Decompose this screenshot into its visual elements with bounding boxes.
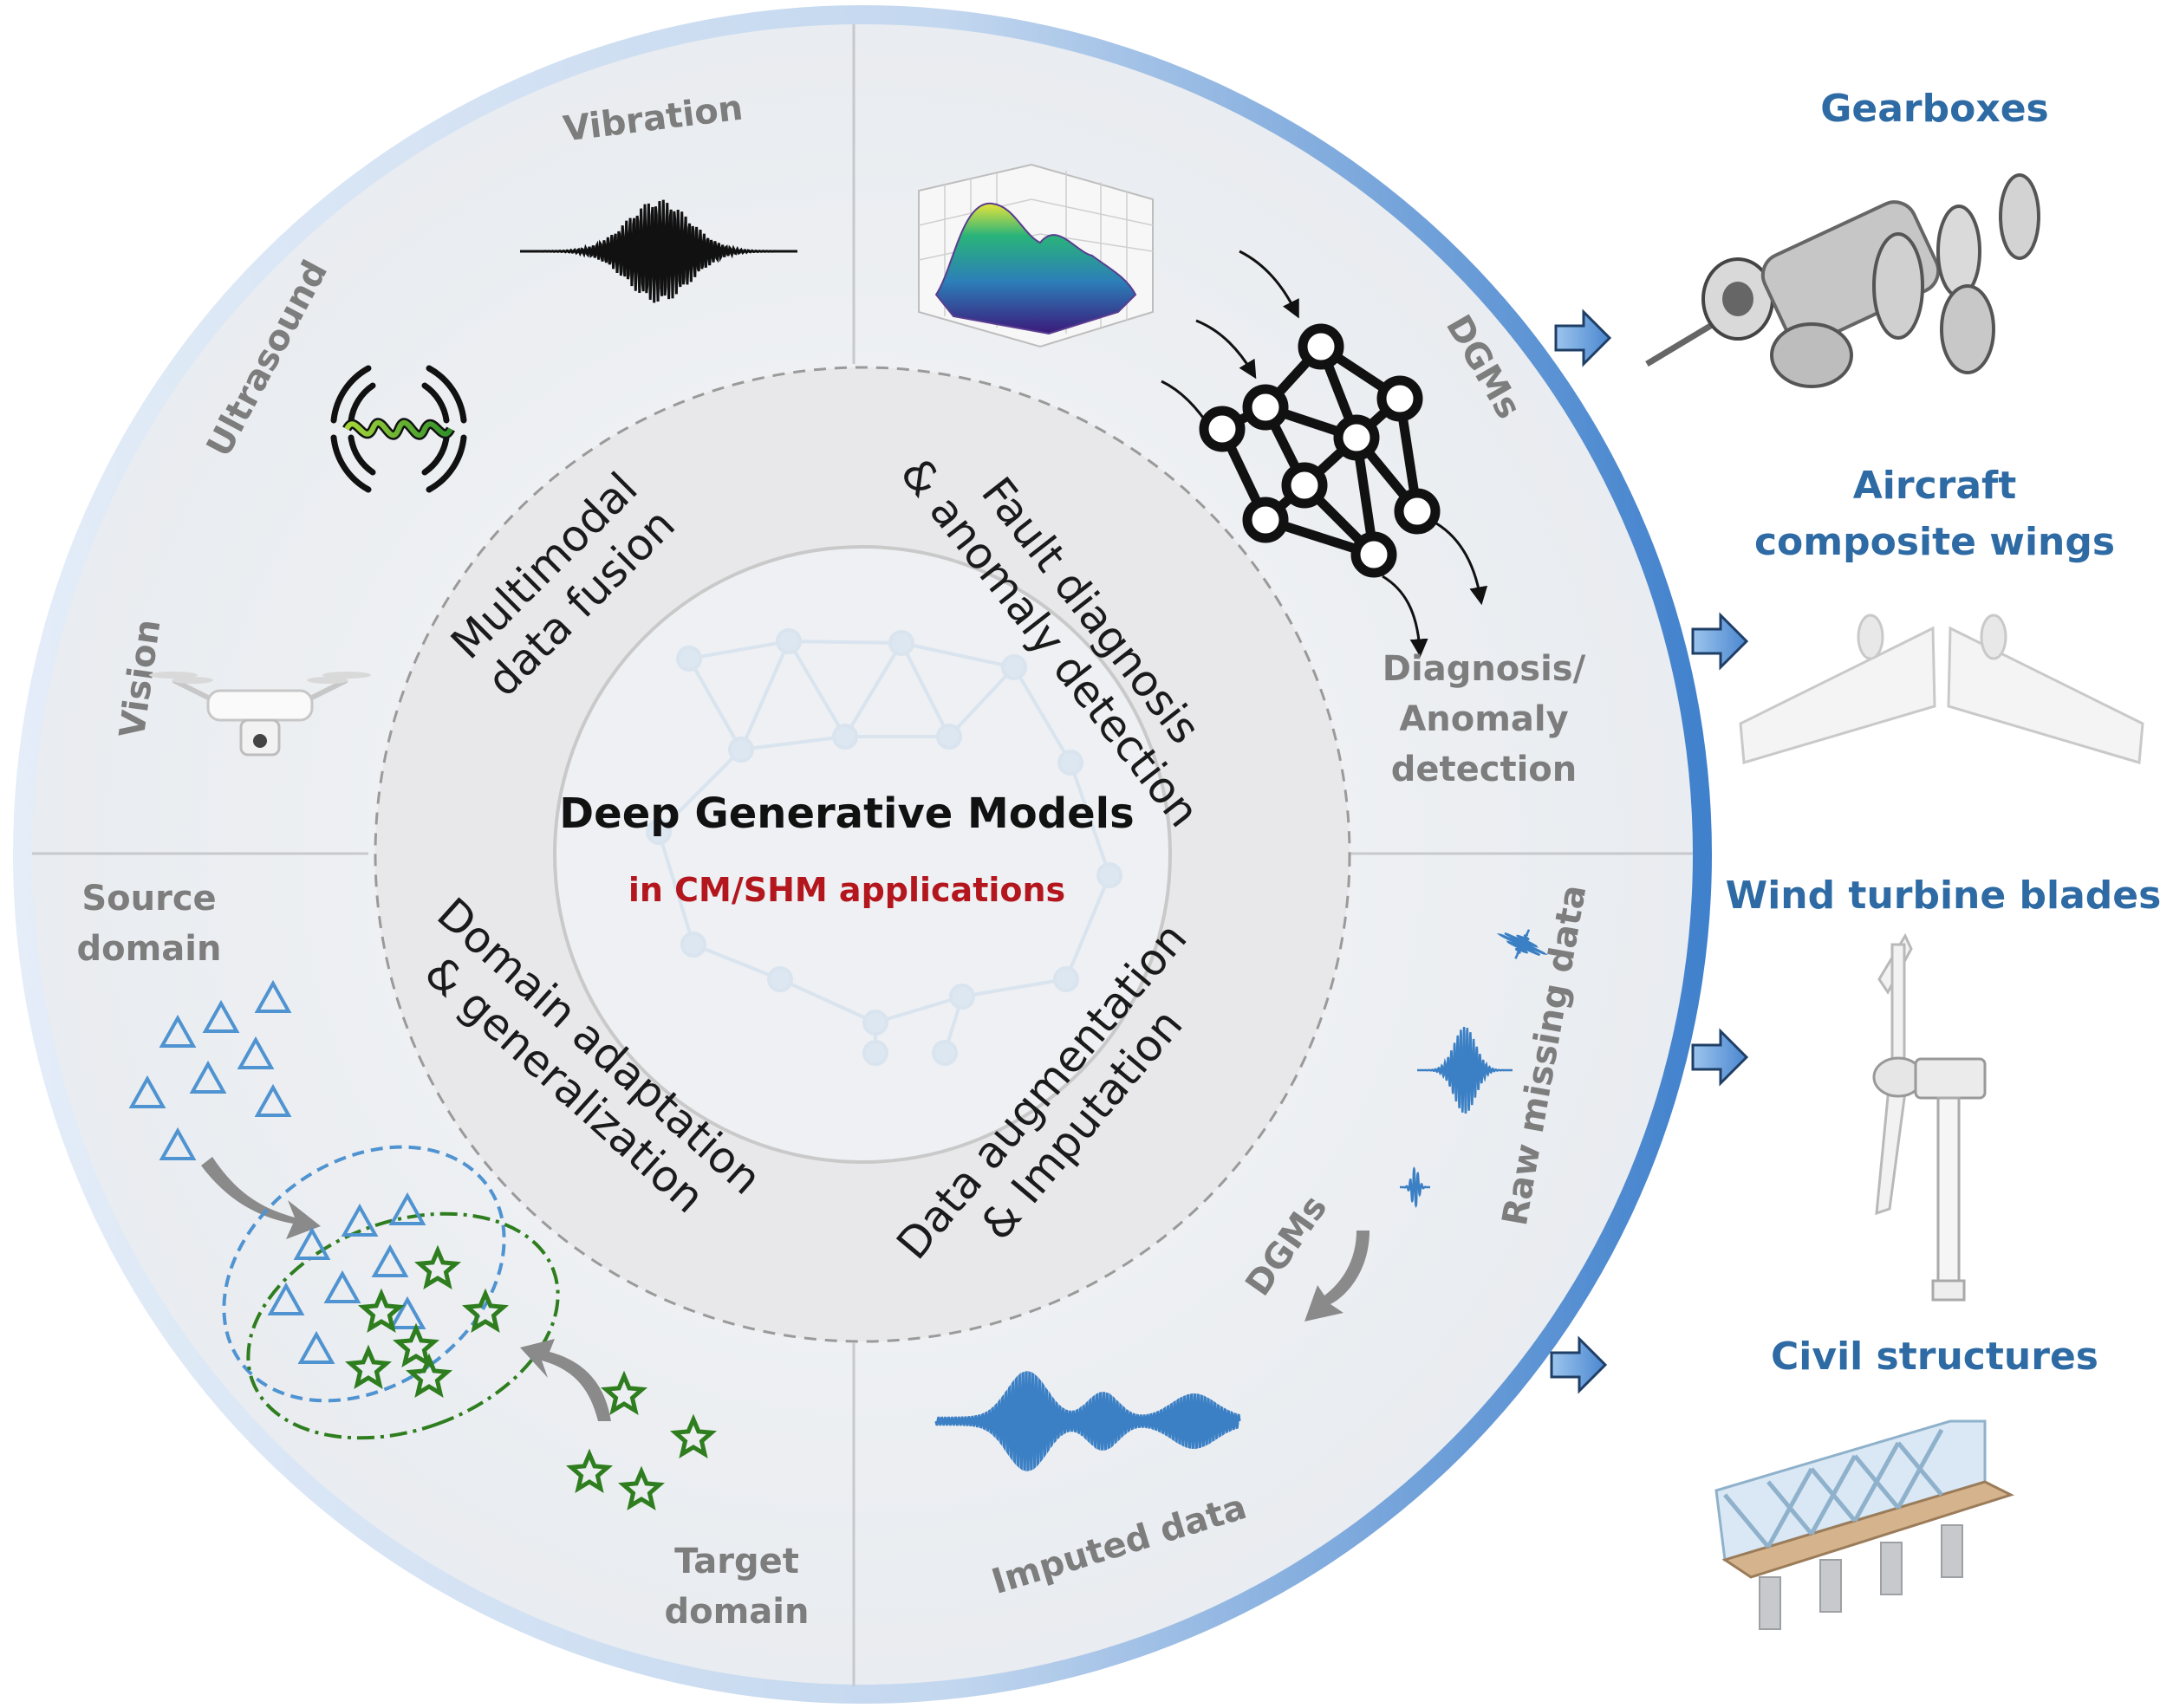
label-diagnosis-2: Anomaly: [1399, 699, 1568, 739]
faint-network-icon: [646, 628, 1122, 1066]
application-arrow-3: [1691, 1028, 1749, 1087]
label-target-1: Target: [674, 1542, 799, 1581]
imputed-signal-icon: [934, 1370, 1241, 1472]
application-title-2-line-2: composite wings: [1754, 520, 2115, 564]
target-star-2: [462, 1288, 509, 1334]
density-surface-plot-icon: [918, 163, 1154, 348]
application-title-3-line-1: Wind turbine blades: [1726, 873, 2160, 918]
wind-turbine-icon: [1872, 932, 1987, 1302]
application-title-1-line-1: Gearboxes: [1820, 87, 2048, 131]
gearbox-icon: [1645, 173, 2040, 388]
target-star-1: [414, 1244, 461, 1290]
source-domain-triangles: [128, 979, 292, 1160]
inner-circle: [553, 545, 1172, 1164]
label-source-2: domain: [77, 929, 222, 969]
dgms-arrow-icon: [1304, 1231, 1370, 1322]
neural-network-icon: [1161, 250, 1488, 658]
raw-signal-fragments-icon: [1400, 929, 1548, 1208]
target-star-9: [566, 1448, 613, 1494]
target-arrow-icon: [520, 1339, 611, 1421]
label-source-1: Source: [81, 879, 216, 919]
center-title: Deep Generative Models: [559, 789, 1134, 838]
application-arrow-2: [1691, 612, 1749, 671]
application-arrow-1: [1554, 308, 1612, 367]
vibration-signal-icon: [520, 199, 797, 303]
target-star-4: [393, 1322, 439, 1368]
mixed-triangles: [267, 1192, 426, 1364]
application-arrow-4: [1550, 1335, 1608, 1394]
ultrasound-icon: [330, 365, 467, 493]
application-title-2-line-1: Aircraft: [1853, 464, 2016, 508]
label-target-2: domain: [665, 1592, 810, 1632]
target-star-5: [345, 1344, 392, 1390]
label-diagnosis-3: detection: [1391, 750, 1578, 789]
target-domain-stars: [345, 1244, 717, 1511]
label-diagnosis-1: Diagnosis/: [1383, 649, 1586, 689]
target-star-3: [358, 1288, 405, 1334]
target-domain-ellipse: [246, 1211, 560, 1440]
target-star-7: [601, 1370, 647, 1416]
target-star-6: [406, 1353, 452, 1399]
aircraft-wing-icon: [1739, 614, 2144, 764]
center-subtitle: in CM/SHM applications: [628, 871, 1065, 909]
drone-icon: [149, 672, 371, 757]
target-star-8: [670, 1413, 717, 1459]
target-star-10: [618, 1465, 665, 1511]
application-title-4-line-1: Civil structures: [1771, 1335, 2098, 1379]
bridge-icon: [1714, 1419, 2014, 1630]
source-arrow-icon: [201, 1157, 321, 1239]
